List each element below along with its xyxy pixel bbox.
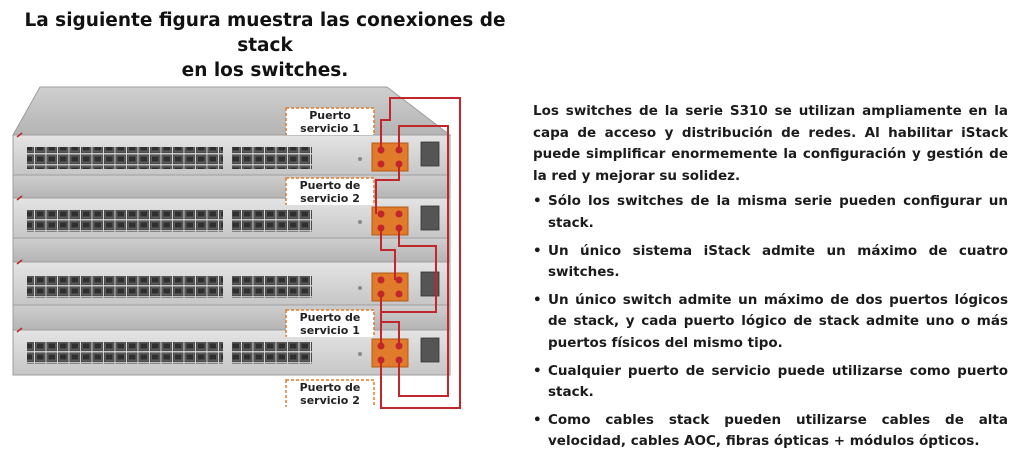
description-intro: Los switches de la serie S310 se utiliza… (533, 103, 1008, 184)
description-panel: Los switches de la serie S310 se utiliza… (533, 101, 1008, 459)
page-title: La siguiente figura muestra las conexion… (0, 8, 530, 83)
feature-item: Un único switch admite un máximo de dos … (533, 290, 1008, 355)
switch-3 (12, 237, 451, 306)
stack-cables (375, 97, 461, 409)
feature-item: Sólo los switches de la misma serie pued… (533, 191, 1008, 234)
service-port-label-3: Puerto de servicio 1 (287, 311, 373, 337)
feature-item: Cualquier puerto de servicio puede utili… (533, 361, 1008, 404)
title-line-2: en los switches. (181, 60, 349, 81)
stack-diagram (12, 86, 461, 409)
title-line-1: La siguiente figura muestra las conexion… (24, 10, 506, 56)
service-port-label-4: Puerto de servicio 2 (287, 381, 373, 407)
feature-list: Sólo los switches de la misma serie pued… (533, 191, 1008, 453)
service-port-label-2: Puerto de servicio 2 (287, 179, 373, 205)
feature-item: Como cables stack pueden utilizarse cabl… (533, 410, 1008, 453)
service-port-label-1: Puerto servicio 1 (287, 109, 373, 135)
feature-item: Un único sistema iStack admite un máximo… (533, 241, 1008, 284)
